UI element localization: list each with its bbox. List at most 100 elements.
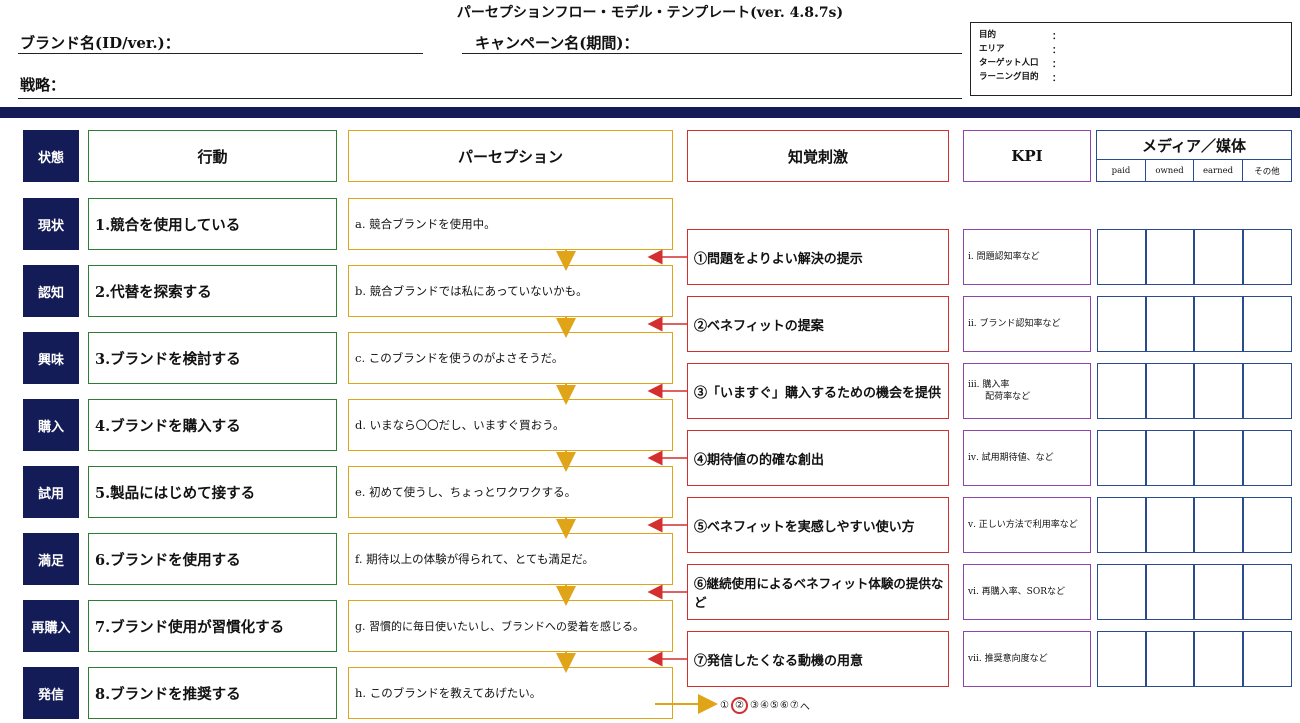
- media-sub-owned: owned: [1146, 160, 1194, 181]
- kpi-cell[interactable]: ⅶ. 推奨意向度など: [963, 631, 1091, 687]
- stimulus-cell[interactable]: ②ベネフィットの提案: [687, 296, 949, 352]
- media-cell-earned[interactable]: [1194, 497, 1243, 553]
- media-cell-paid[interactable]: [1097, 497, 1146, 553]
- campaign-underline: [462, 53, 962, 54]
- kpi-cell[interactable]: ⅱ. ブランド認知率など: [963, 296, 1091, 352]
- media-sub-other: その他: [1254, 166, 1280, 177]
- page-link[interactable]: ⑤: [769, 699, 779, 711]
- action-cell[interactable]: 5.製品にはじめて接する: [88, 466, 337, 518]
- perception-cell[interactable]: a. 競合ブランドを使用中。: [348, 198, 673, 250]
- perception-header: パーセプション: [348, 130, 673, 182]
- info-label: 目的: [979, 30, 997, 40]
- media-cell-earned[interactable]: [1194, 430, 1243, 486]
- action-header: 行動: [88, 130, 337, 182]
- state-cell: 再購入: [23, 600, 79, 652]
- media-sub-paid: paid: [1097, 160, 1146, 181]
- media-cell-paid[interactable]: [1097, 430, 1146, 486]
- media-header-title: メディア／媒体: [1097, 131, 1291, 160]
- media-cell-other[interactable]: [1243, 229, 1292, 285]
- media-header: メディア／媒体: [1096, 130, 1292, 182]
- state-cell: 購入: [23, 399, 79, 451]
- kpi-header: KPI: [963, 130, 1091, 182]
- state-cell: 試用: [23, 466, 79, 518]
- stimulus-cell[interactable]: ⑤ベネフィットを実感しやすい使い方: [687, 497, 949, 553]
- perception-cell[interactable]: d. いまなら〇〇だし、いますぐ買おう。: [348, 399, 673, 451]
- media-cell-earned[interactable]: [1194, 631, 1243, 687]
- page-link[interactable]: ③: [749, 699, 759, 711]
- media-cell-paid[interactable]: [1097, 296, 1146, 352]
- perception-cell[interactable]: g. 習慣的に毎日使いたいし、ブランドへの愛着を感じる。: [348, 600, 673, 652]
- media-cell-other[interactable]: [1243, 430, 1292, 486]
- perception-cell[interactable]: f. 期待以上の体験が得られて、とても満足だ。: [348, 533, 673, 585]
- media-cell-owned[interactable]: [1146, 229, 1194, 285]
- stimulus-cell[interactable]: ③「いますぐ」購入するための機会を提供: [687, 363, 949, 419]
- action-cell[interactable]: 6.ブランドを使用する: [88, 533, 337, 585]
- info-label: ターゲット人口: [979, 58, 1039, 68]
- state-cell: 現状: [23, 198, 79, 250]
- media-cell-earned[interactable]: [1194, 363, 1243, 419]
- state-cell: 発信: [23, 667, 79, 719]
- media-cell-earned[interactable]: [1194, 296, 1243, 352]
- page-link[interactable]: ④: [759, 699, 769, 711]
- kpi-cell[interactable]: ⅲ. 購入率 配荷率など: [963, 363, 1091, 419]
- media-cell-other[interactable]: [1243, 564, 1292, 620]
- page-link[interactable]: ⑥: [779, 699, 789, 711]
- info-label: ラーニング目的: [979, 72, 1039, 82]
- stimulus-cell[interactable]: ④期待値の的確な創出: [687, 430, 949, 486]
- stimulus-cell[interactable]: ⑥継続使用によるベネフィット体験の提供など: [687, 564, 949, 620]
- media-cell-owned[interactable]: [1146, 631, 1194, 687]
- perception-cell[interactable]: b. 競合ブランドでは私にあっていないかも。: [348, 265, 673, 317]
- action-cell[interactable]: 2.代替を探索する: [88, 265, 337, 317]
- media-cell-other[interactable]: [1243, 296, 1292, 352]
- brand-label: ブランド名(ID/ver.)：: [20, 34, 180, 52]
- media-cell-owned[interactable]: [1146, 430, 1194, 486]
- media-cell-other[interactable]: [1243, 497, 1292, 553]
- document-title: パーセプションフロー・モデル・テンプレート(ver. 4.8.7s): [456, 5, 844, 21]
- media-cell-owned[interactable]: [1146, 564, 1194, 620]
- media-cell-paid[interactable]: [1097, 631, 1146, 687]
- media-cell-paid[interactable]: [1097, 229, 1146, 285]
- info-colon: ：: [1052, 60, 1062, 70]
- page-link-active[interactable]: ②: [730, 696, 748, 714]
- media-cell-earned[interactable]: [1194, 564, 1243, 620]
- stimulus-header: 知覚刺激: [687, 130, 949, 182]
- stimulus-cell[interactable]: ①問題をよりよい解決の提示: [687, 229, 949, 285]
- kpi-cell[interactable]: ⅳ. 試用期待値、など: [963, 430, 1091, 486]
- kpi-cell[interactable]: ⅰ. 問題認知率など: [963, 229, 1091, 285]
- state-header: 状態: [23, 130, 79, 182]
- action-cell[interactable]: 1.競合を使用している: [88, 198, 337, 250]
- state-cell: 満足: [23, 533, 79, 585]
- action-cell[interactable]: 8.ブランドを推奨する: [88, 667, 337, 719]
- info-colon: ：: [1052, 32, 1062, 42]
- stimulus-cell[interactable]: ⑦発信したくなる動機の用意: [687, 631, 949, 687]
- media-cell-earned[interactable]: [1194, 229, 1243, 285]
- pagination: ① ② ③ ④ ⑤ ⑥ ⑦ へ: [720, 696, 810, 714]
- action-cell[interactable]: 4.ブランドを購入する: [88, 399, 337, 451]
- info-colon: ：: [1052, 74, 1062, 84]
- media-cell-paid[interactable]: [1097, 564, 1146, 620]
- info-box: 目的 ： エリア ： ターゲット人口 ： ラーニング目的 ：: [970, 22, 1292, 96]
- media-cell-paid[interactable]: [1097, 363, 1146, 419]
- perception-cell[interactable]: c. このブランドを使うのがよさそうだ。: [348, 332, 673, 384]
- brand-underline: [18, 53, 423, 54]
- divider-bar: [0, 107, 1300, 118]
- media-cell-owned[interactable]: [1146, 296, 1194, 352]
- page-link[interactable]: ①: [720, 699, 729, 711]
- perception-cell[interactable]: h. このブランドを教えてあげたい。: [348, 667, 673, 719]
- info-colon: ：: [1052, 46, 1062, 56]
- media-cell-other[interactable]: [1243, 363, 1292, 419]
- media-cell-owned[interactable]: [1146, 363, 1194, 419]
- strategy-underline: [18, 98, 962, 99]
- action-cell[interactable]: 7.ブランド使用が習慣化する: [88, 600, 337, 652]
- page-link[interactable]: ⑦: [789, 699, 799, 711]
- media-cell-other[interactable]: [1243, 631, 1292, 687]
- perception-cell[interactable]: e. 初めて使うし、ちょっとワクワクする。: [348, 466, 673, 518]
- kpi-cell[interactable]: ⅵ. 再購入率、SORなど: [963, 564, 1091, 620]
- state-cell: 認知: [23, 265, 79, 317]
- action-cell[interactable]: 3.ブランドを検討する: [88, 332, 337, 384]
- media-sub-earned: earned: [1194, 160, 1243, 181]
- state-cell: 興味: [23, 332, 79, 384]
- media-cell-owned[interactable]: [1146, 497, 1194, 553]
- kpi-cell[interactable]: ⅴ. 正しい方法で利用率など: [963, 497, 1091, 553]
